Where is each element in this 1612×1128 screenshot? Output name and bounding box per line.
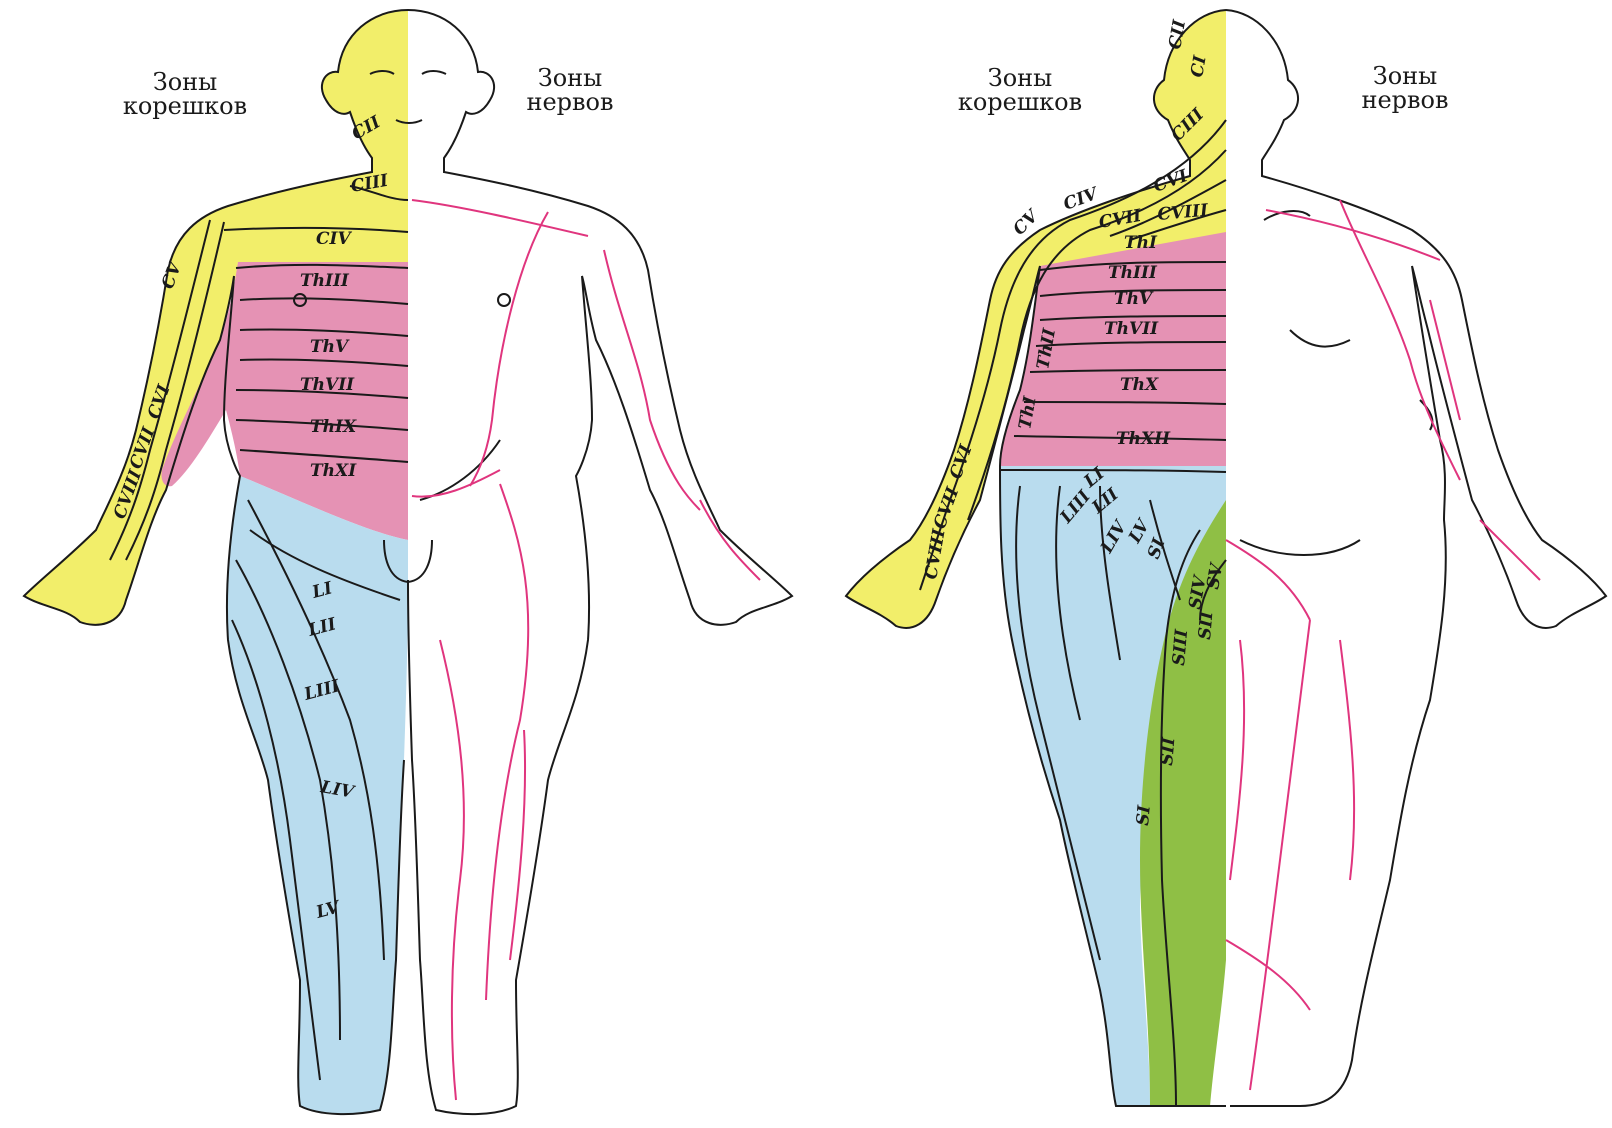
back-figure: CII CI CIII CVI CIV CVII CVIII CV ThI Th… [846,10,1606,1106]
segment-label: ThIII [300,271,350,291]
segment-label: ThV [1114,289,1154,309]
segment-label: CIV [316,229,352,249]
segment-label: ThI [1124,233,1158,253]
segment-label: ThXII [1116,429,1171,449]
segment-label: ThX [1120,375,1159,395]
segment-label: SI [1133,803,1155,826]
front-figure: CII CIII CIV CV ThIII ThV ThVII ThIX ThX… [24,10,792,1114]
segment-label: ThIX [310,417,357,437]
segment-label: ThVII [1104,319,1159,339]
back-nerve-lines [1226,200,1540,1090]
segment-label: SII [1195,610,1217,641]
segment-label: ThV [310,337,350,357]
segment-label: SII [1157,736,1179,767]
segment-label: ThIII [1108,263,1158,283]
segment-label: SIII [1169,628,1192,667]
segment-label: ThXI [310,461,357,481]
front-lumbar-zone [227,476,408,1114]
segment-label: ThVII [300,375,355,395]
